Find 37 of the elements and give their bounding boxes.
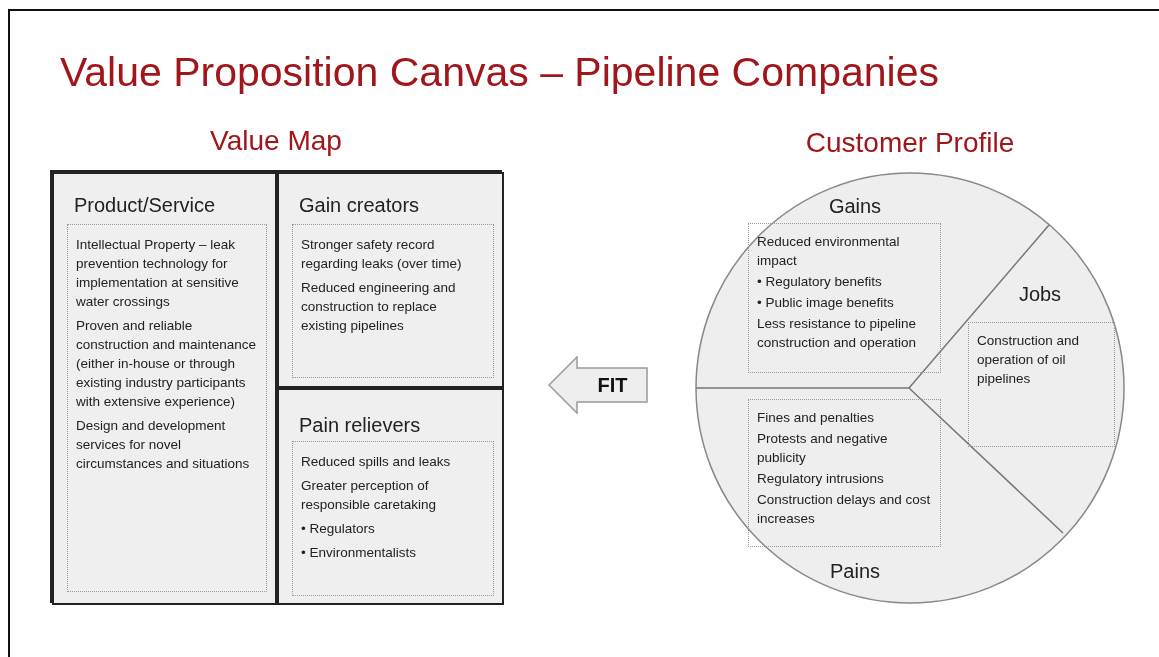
dotted-text-box	[748, 223, 941, 373]
text-item: Stronger safety record regarding leaks (over time)	[301, 236, 463, 273]
dotted-text-box	[292, 441, 494, 596]
sector-heading: Gains	[810, 192, 900, 220]
dotted-text-box	[748, 399, 941, 547]
text-item: Less resistance to pipeline construction and operation	[757, 315, 918, 352]
text-item: • Regulatory benefits	[757, 273, 883, 291]
text-item: Construction and operation of oil pipelines	[977, 332, 1081, 388]
section-heading: Customer Profile	[804, 126, 1016, 160]
panel-heading: Product/Service	[74, 193, 216, 218]
text-item: Reduced engineering and construction to replace existing pipelines	[301, 279, 457, 335]
text-item: • Public image benefits	[757, 294, 895, 312]
text-item: Fines and penalties	[757, 409, 876, 427]
text-item: • Regulators	[301, 520, 376, 538]
text-item: Protests and negative publicity	[757, 430, 889, 467]
panel-heading: Pain relievers	[299, 413, 421, 438]
text-item: Proven and reliable construction and maintenance (either in-house or through existing industry participants with extensive experience)	[76, 317, 258, 411]
text-item: Design and development services for novel circumstances and situations	[76, 417, 251, 473]
dotted-text-box	[67, 224, 267, 592]
text-item: Intellectual Property – leak prevention technology for implementation at sensitive water crossings	[76, 236, 240, 311]
text-item: Regulatory intrusions	[757, 470, 885, 488]
fit-block-arrow: FIT	[548, 356, 648, 414]
sector-heading: Jobs	[1000, 280, 1080, 308]
sector-heading: Pains	[810, 557, 900, 585]
dotted-text-box	[292, 224, 494, 378]
slide-title: Value Proposition Canvas – Pipeline Companies	[60, 48, 939, 97]
text-item: Greater perception of responsible caretaking	[301, 477, 438, 514]
text-item: Construction delays and cost increases	[757, 491, 932, 528]
section-heading: Value Map	[209, 124, 343, 158]
panel-heading: Gain creators	[299, 193, 420, 218]
text-item: • Environmentalists	[301, 544, 418, 562]
canvas-panel	[277, 172, 504, 388]
canvas-panel	[52, 172, 277, 605]
text-item: Reduced environmental impact	[757, 233, 901, 270]
dotted-text-box	[968, 322, 1115, 447]
text-item: Reduced spills and leaks	[301, 453, 452, 471]
canvas-panel	[277, 388, 504, 605]
